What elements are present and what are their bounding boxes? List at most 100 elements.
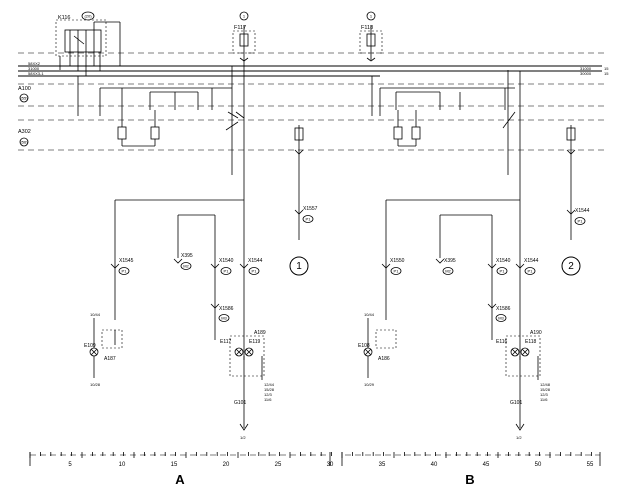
a187-label: A187 (104, 356, 116, 362)
e116-label: E116 (496, 339, 508, 345)
a100-badge: (55) (19, 93, 29, 103)
x1550-label: X1550 (390, 258, 405, 264)
e117-label: E117 (220, 339, 232, 345)
k116-badge: (20) (81, 11, 95, 21)
x1550-badge: P1 (390, 267, 402, 275)
scale-number-25: 25 (275, 462, 282, 468)
f117-fuse (232, 25, 256, 62)
e119-label: E119 (249, 339, 261, 345)
svg-text:P1: P1 (500, 269, 506, 274)
e117-e119-lamps (229, 335, 265, 431)
f117-label: F117 (234, 25, 246, 31)
f118-label: F118 (361, 25, 373, 31)
section-b-label: B (465, 472, 474, 487)
scale-number-45: 45 (483, 462, 490, 468)
svg-text:M3: M3 (221, 316, 227, 321)
f118-fuse (359, 25, 383, 62)
right-side-ref-bottom: 10/29 (364, 382, 375, 387)
x1540-right-label: X1540 (496, 258, 511, 264)
a190-label: A190 (530, 330, 542, 336)
scale-number-10: 10 (119, 462, 126, 468)
a189-label: A189 (254, 330, 266, 336)
f117-badge: 1 (239, 11, 249, 21)
svg-text:P1: P1 (306, 217, 312, 222)
left-ref-list-1: 12/44 (264, 382, 275, 387)
g101-left-label: G101 (234, 400, 246, 406)
e118-label: E118 (525, 339, 537, 345)
bus-label-left-1: 58XX2 (28, 61, 41, 66)
bus-end-label-1: 15 (604, 66, 609, 71)
svg-text:M2: M2 (183, 264, 189, 269)
bus-label-left-3: 58XX3-1 (28, 71, 44, 76)
svg-text:(56): (56) (20, 140, 28, 145)
f118-badge: 1 (366, 11, 376, 21)
left-bottom-ref: 1/2 (240, 435, 246, 440)
right-control-module (371, 70, 521, 360)
page-ref-2: 2 (561, 256, 581, 276)
x395-right-badge: M2 (442, 267, 454, 275)
x1540-left-label: X1540 (219, 258, 234, 264)
scale-number-5: 5 (68, 462, 72, 468)
right-ref-list-1: 12/48 (540, 382, 551, 387)
right-side-ref-top: 10/44 (364, 312, 375, 317)
scale-number-20: 20 (223, 462, 230, 468)
x1544-left-label: X1544 (248, 258, 263, 264)
x1544-right-badge: P1 (524, 267, 536, 275)
svg-text:M2: M2 (445, 269, 451, 274)
e109-label: E109 (84, 343, 96, 349)
bus-label-right-2: 30000 (580, 71, 592, 76)
g101-right-label: G101 (510, 400, 522, 406)
e109-lamp (89, 318, 123, 378)
scale-number-50: 50 (535, 462, 542, 468)
bus-end-label-2: 15 (604, 71, 609, 76)
scale-number-30: 30 (327, 462, 334, 468)
a302-badge: (56) (19, 137, 29, 147)
right-bottom-ref: 1/2 (516, 435, 522, 440)
a302-label: A302 (18, 129, 31, 135)
bus-lines (18, 65, 602, 77)
left-branch (110, 125, 304, 345)
a100-label: A100 (18, 86, 31, 92)
x1544-right-label: X1544 (524, 258, 539, 264)
x1586-right-label: X1586 (496, 306, 511, 312)
bus-label-right-1: 31000 (580, 66, 592, 71)
svg-text:P1: P1 (578, 219, 584, 224)
x1557-badge: P1 (302, 215, 314, 223)
svg-text:(20): (20) (84, 14, 92, 19)
svg-text:1: 1 (296, 261, 302, 272)
left-control-module (77, 60, 245, 360)
zone-lines (18, 52, 605, 151)
page-ref-1: 1 (289, 256, 309, 276)
right-ref-list-2: 15/28 (540, 387, 551, 392)
k116-relay (55, 19, 121, 76)
x1544b-label: X1544 (575, 208, 590, 214)
scale-number-40: 40 (431, 462, 438, 468)
x1586-right-badge: M3 (495, 314, 507, 322)
right-ref-list-4: 11/6 (540, 397, 548, 402)
a186-label: A186 (378, 356, 390, 362)
left-ref-list-3: 12/3 (264, 392, 273, 397)
e116-e118-lamps (505, 335, 541, 431)
left-ref-list-4: 11/6 (264, 397, 272, 402)
x1586-left-badge: M3 (218, 314, 230, 322)
scale-number-55: 55 (587, 462, 594, 468)
x1545-label: X1545 (119, 258, 134, 264)
svg-text:P1: P1 (394, 269, 400, 274)
x395-left-badge: M2 (180, 262, 192, 270)
x1540-right-badge: P1 (496, 267, 508, 275)
x1545-badge: P1 (118, 267, 130, 275)
svg-text:P1: P1 (224, 269, 230, 274)
x1544b-badge: P1 (574, 217, 586, 225)
left-side-ref-bottom: 10/28 (90, 382, 101, 387)
left-side-ref-top: 10/44 (90, 312, 101, 317)
svg-text:P1: P1 (528, 269, 534, 274)
svg-text:(55): (55) (20, 96, 28, 101)
x1540-left-badge: P1 (220, 267, 232, 275)
right-branch (381, 125, 576, 340)
svg-text:1: 1 (243, 14, 246, 19)
scale-ruler (29, 452, 601, 466)
section-a-label: A (175, 472, 185, 487)
svg-text:M3: M3 (498, 316, 504, 321)
x395-right-label: X395 (444, 258, 456, 264)
